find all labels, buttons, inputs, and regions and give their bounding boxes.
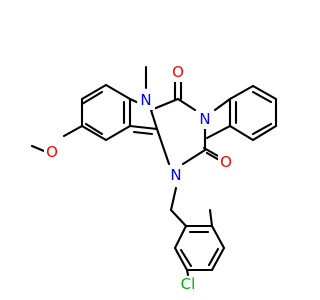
bond [169, 186, 178, 212]
bond [210, 246, 226, 272]
bond [30, 144, 46, 153]
bond [155, 127, 171, 166]
bond [169, 208, 188, 228]
atom-label-background [196, 109, 214, 129]
bond [208, 208, 214, 228]
atom-label-background [218, 152, 234, 172]
bond [179, 248, 193, 268]
molecule-structure-diagram: N O N O N O Cl [30, 62, 278, 294]
bond [149, 108, 159, 131]
bond [181, 148, 207, 166]
bond [213, 97, 232, 112]
bond [104, 83, 132, 101]
bond-layer [30, 65, 278, 272]
atom-label-methoxy-oxygen: O [46, 143, 58, 161]
bond [251, 84, 278, 101]
bond [202, 146, 220, 158]
bond [251, 122, 273, 136]
bond [173, 246, 189, 272]
bond [80, 90, 104, 106]
bond [80, 124, 108, 142]
atom-label-background [177, 274, 199, 294]
bond [205, 124, 232, 140]
atom-label-n5-methyl: N [140, 91, 151, 109]
bond [104, 124, 132, 142]
bond [80, 83, 108, 101]
bond [207, 247, 220, 267]
atom-label-layer: N O N O N O Cl [44, 62, 234, 294]
atom-label-n3-imide: N [199, 110, 210, 128]
atom-label-background [170, 62, 186, 82]
bond [228, 124, 255, 142]
atom-label-n1-benzyl: N [170, 166, 181, 184]
bond [228, 84, 255, 101]
atom-label-background [137, 90, 155, 110]
bond [176, 97, 197, 112]
bond [173, 224, 188, 250]
bond [62, 124, 84, 138]
bond [251, 90, 273, 104]
bond [84, 122, 104, 136]
atom-label-o4-carbonyl: O [172, 63, 184, 81]
bond [132, 130, 154, 136]
atom-label-o2-carbonyl: O [220, 153, 232, 171]
bond [185, 268, 190, 277]
bond [251, 124, 278, 142]
atom-label-chlorine: Cl [181, 275, 196, 293]
bond [210, 224, 226, 250]
bond [128, 124, 159, 131]
atom-label-background [44, 142, 60, 162]
atom-label-background [167, 165, 185, 185]
bond [149, 97, 180, 112]
